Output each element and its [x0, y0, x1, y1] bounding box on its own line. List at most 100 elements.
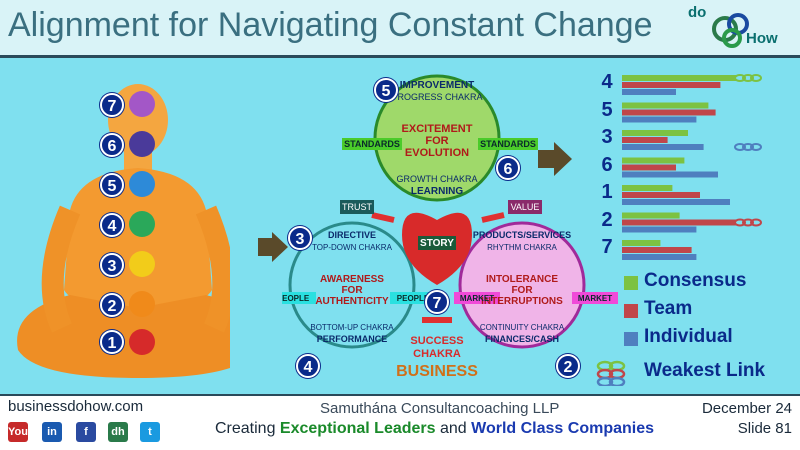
chakra-number: 2	[100, 293, 124, 317]
logo: do How	[680, 4, 796, 54]
legend-swatch-team	[624, 304, 638, 318]
right-right-tag: MARKET	[578, 294, 612, 303]
right-center1: INTOLERANCE	[486, 274, 558, 285]
bar-team-6	[622, 164, 676, 171]
legend-individual: Individual	[644, 326, 733, 347]
weakest-link-icon	[734, 143, 762, 151]
left-left-tag: PEOPLE	[282, 294, 310, 303]
bar-individual-4	[622, 89, 676, 95]
bar-individual-6	[622, 171, 718, 178]
bar-category-label: 4	[601, 71, 613, 93]
left-right-tag: PEOPLE	[397, 294, 430, 303]
bar-individual-3	[622, 144, 704, 150]
logo-gear-icon	[712, 13, 749, 48]
chakra-number: 5	[100, 173, 124, 197]
top-bottom2: LEARNING	[411, 186, 463, 197]
left-bottom1: BOTTOM-UP CHAKRA	[310, 323, 394, 332]
bar-chart	[622, 74, 762, 260]
bar-consensus-6	[622, 157, 685, 164]
root-chakra-icon	[129, 329, 155, 355]
legend-swatch-consensus	[624, 276, 638, 290]
left-center1: AWARENESS	[320, 274, 384, 285]
chakra-number: 7	[100, 93, 124, 117]
left-chakra: TOP-DOWN CHAKRA	[312, 243, 393, 252]
right-chakra: RHYTHM CHAKRA	[487, 243, 557, 252]
chain-link-icon	[596, 360, 626, 386]
youtube-icon[interactable]: YouTube	[8, 422, 53, 442]
success-line1: SUCCESS	[410, 335, 463, 347]
bar-team-2	[622, 219, 736, 226]
bar-individual-1	[622, 199, 730, 205]
top-center3: EVOLUTION	[405, 147, 469, 159]
left-center3: AUTHENTICITY	[315, 296, 389, 307]
left-bottom2: PERFORMANCE	[317, 334, 388, 344]
logo-how: How	[746, 30, 778, 47]
left-header: DIRECTIVE	[328, 230, 376, 240]
bar-consensus-2	[622, 212, 680, 219]
main-stage: 7 6 5 4 3 2 1	[0, 60, 800, 394]
bar-team-1	[622, 192, 700, 198]
weakest-link-icon	[734, 218, 762, 227]
bar-category-label: 6	[601, 153, 613, 176]
throat-chakra-icon	[129, 171, 155, 197]
bar-category-label: 2	[601, 208, 613, 231]
heart-number: 7	[425, 290, 449, 314]
bar-team-4	[622, 82, 721, 88]
footer-date: December 24	[701, 400, 792, 417]
heart-chakra-icon	[129, 211, 155, 237]
top-number: 5	[374, 78, 398, 102]
chakra-number: 1	[100, 330, 124, 354]
top-center1: EXCITEMENT	[402, 123, 473, 135]
cycle-diagram: IMPROVEMENT PROGRESS CHAKRA EXCITEMENT F…	[282, 74, 618, 380]
left-side-number: 4	[296, 354, 320, 378]
dohow-icon[interactable]: dh	[108, 422, 128, 442]
arrow-right-icon	[538, 142, 572, 176]
chakra-number: 3	[100, 253, 124, 277]
value-label: VALUE	[511, 202, 540, 212]
page-title: Alignment for Navigating Constant Change	[8, 6, 653, 44]
legend-weakest-link: Weakest Link	[644, 360, 766, 381]
footer-slide: Slide 81	[737, 420, 792, 437]
linkedin-icon[interactable]: in	[42, 422, 62, 442]
trust-label: TRUST	[342, 202, 372, 212]
legend-team: Team	[644, 298, 693, 319]
left-number: 3	[288, 226, 312, 250]
success-business: BUSINESS	[396, 363, 478, 380]
success-line2: CHAKRA	[413, 348, 461, 360]
legend-consensus: Consensus	[644, 270, 747, 291]
right-left-tag: MARKET	[460, 294, 494, 303]
footer-site: businessdohow.com	[8, 398, 144, 415]
story-label: STORY	[420, 238, 454, 249]
bar-category-label: 1	[601, 181, 613, 203]
right-center3: INTERRUPTIONS	[481, 296, 563, 307]
bar-team-7	[622, 247, 692, 253]
bar-consensus-3	[622, 130, 688, 136]
footer-company: Samuthána Consultancoaching LLP	[320, 400, 560, 417]
title-bar: Alignment for Navigating Constant Change…	[0, 0, 800, 58]
bar-consensus-4	[622, 75, 736, 81]
bar-category-label: 7	[601, 236, 613, 258]
top-right-tag: STANDARDS	[480, 139, 536, 149]
top-bottom1: GROWTH CHAKRA	[397, 174, 478, 184]
top-header: IMPROVEMENT	[400, 80, 474, 91]
meditating-figure	[17, 84, 230, 378]
chakra-number: 4	[100, 213, 124, 237]
logo-do: do	[688, 4, 707, 21]
solar-plexus-chakra-icon	[129, 251, 155, 277]
weakest-link-icon	[734, 74, 762, 82]
left-center2: FOR	[341, 285, 363, 296]
right-center2: FOR	[511, 285, 533, 296]
chakra-icons	[129, 91, 155, 355]
bar-category-label: 3	[601, 126, 613, 148]
footer-tagline: Creating Exceptional Leaders and World C…	[215, 420, 654, 437]
bar-category-label: 5	[601, 98, 613, 121]
bar-consensus-1	[622, 185, 673, 191]
footer: businessdohow.com YouTube in f dh t Samu…	[0, 394, 800, 450]
bar-individual-5	[622, 116, 697, 123]
facebook-icon[interactable]: f	[76, 422, 96, 442]
bar-team-5	[622, 109, 716, 116]
chakra-number: 6	[100, 133, 124, 157]
bar-consensus-5	[622, 102, 709, 109]
right-bottom1: CONTINUITY CHAKRA	[480, 323, 565, 332]
twitter-icon[interactable]: t	[140, 422, 160, 442]
